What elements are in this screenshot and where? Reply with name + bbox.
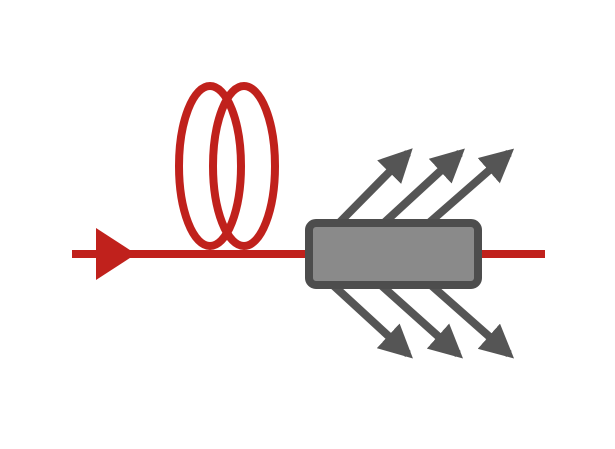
diagonal-arrow-icon xyxy=(379,283,464,359)
coil-loop-1 xyxy=(175,82,245,250)
coil-loop-2 xyxy=(209,82,279,250)
upper-output-arrows xyxy=(337,148,515,226)
diagonal-arrow-icon xyxy=(382,148,465,225)
diagonal-arrow-icon xyxy=(429,283,515,359)
device-block-icon xyxy=(305,219,482,289)
diagonal-arrow-icon xyxy=(337,148,413,225)
triangle-right-icon xyxy=(96,228,136,280)
diagonal-arrow-icon xyxy=(331,283,413,359)
diagonal-arrow-icon xyxy=(427,148,515,226)
fiber-coil-icon xyxy=(175,82,279,250)
lower-output-arrows xyxy=(331,283,515,359)
